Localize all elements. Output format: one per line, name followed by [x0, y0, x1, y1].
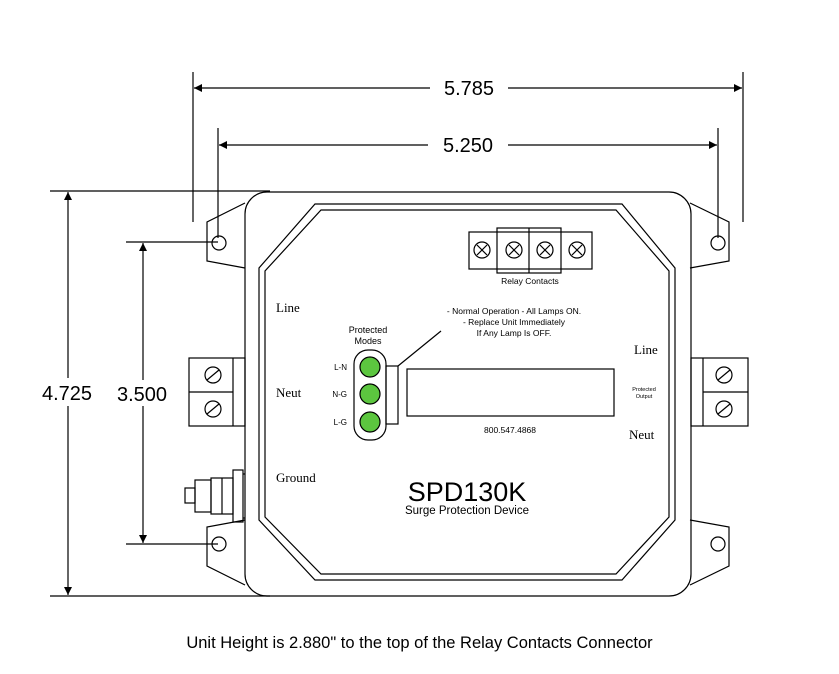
- right-terminal-block: [690, 357, 749, 427]
- mount-width-dimension: [217, 128, 719, 238]
- note-line1: - Normal Operation - All Lamps ON.: [447, 306, 581, 316]
- lamp-label-l-n: L-N: [334, 363, 347, 372]
- mount-width-label: 5.250: [443, 135, 493, 157]
- mount-height-label: 3.500: [117, 384, 167, 406]
- device-description: Surge Protection Device: [405, 505, 529, 517]
- note-line2: - Replace Unit Immediately: [463, 317, 566, 327]
- indicator-lamps: [359, 356, 381, 433]
- mount-hole-top-right: [710, 235, 726, 251]
- relay-contacts-connector: [468, 227, 593, 274]
- mounting-flanges: [206, 202, 730, 586]
- left-neutral-label: Neut: [276, 385, 302, 400]
- overall-height-label: 4.725: [42, 383, 92, 405]
- mount-hole-bottom-left: [211, 536, 227, 552]
- model-name: SPD130K: [408, 477, 527, 507]
- cable-gland: [184, 469, 245, 523]
- left-terminal-block: [188, 357, 246, 427]
- lamp-l-g: [359, 411, 381, 433]
- right-line-label: Line: [634, 342, 658, 357]
- phone-number: 800.547.4868: [484, 425, 536, 435]
- relay-contacts-label: Relay Contacts: [501, 276, 559, 286]
- unit-height-note: Unit Height is 2.880" to the top of the …: [186, 634, 653, 652]
- lamp-label-n-g: N-G: [332, 390, 347, 399]
- lamp-label-l-g: L-G: [334, 418, 347, 427]
- mount-hole-bottom-right: [710, 536, 726, 552]
- overall-width-dimension: [192, 72, 744, 222]
- overall-height-dimension: [50, 190, 270, 597]
- lamp-n-g: [359, 383, 381, 405]
- protected-output-label-line1: Protected: [632, 387, 656, 393]
- protected-modes-title-line2: Modes: [354, 336, 382, 346]
- left-ground-label: Ground: [276, 470, 316, 485]
- mount-height-dimension: [126, 241, 218, 545]
- mount-hole-top-left: [211, 235, 227, 251]
- indicator-lamp-housing: [353, 330, 442, 441]
- overall-width-label: 5.785: [444, 78, 494, 100]
- protected-modes-title-line1: Protected: [349, 325, 388, 335]
- protected-output-label-line2: Output: [636, 394, 653, 400]
- right-neutral-label: Neut: [629, 427, 655, 442]
- note-line3: If Any Lamp Is OFF.: [477, 328, 552, 338]
- display-window: [406, 368, 615, 417]
- lamp-l-n: [359, 356, 381, 378]
- enclosure: [244, 191, 692, 597]
- left-line-label: Line: [276, 300, 300, 315]
